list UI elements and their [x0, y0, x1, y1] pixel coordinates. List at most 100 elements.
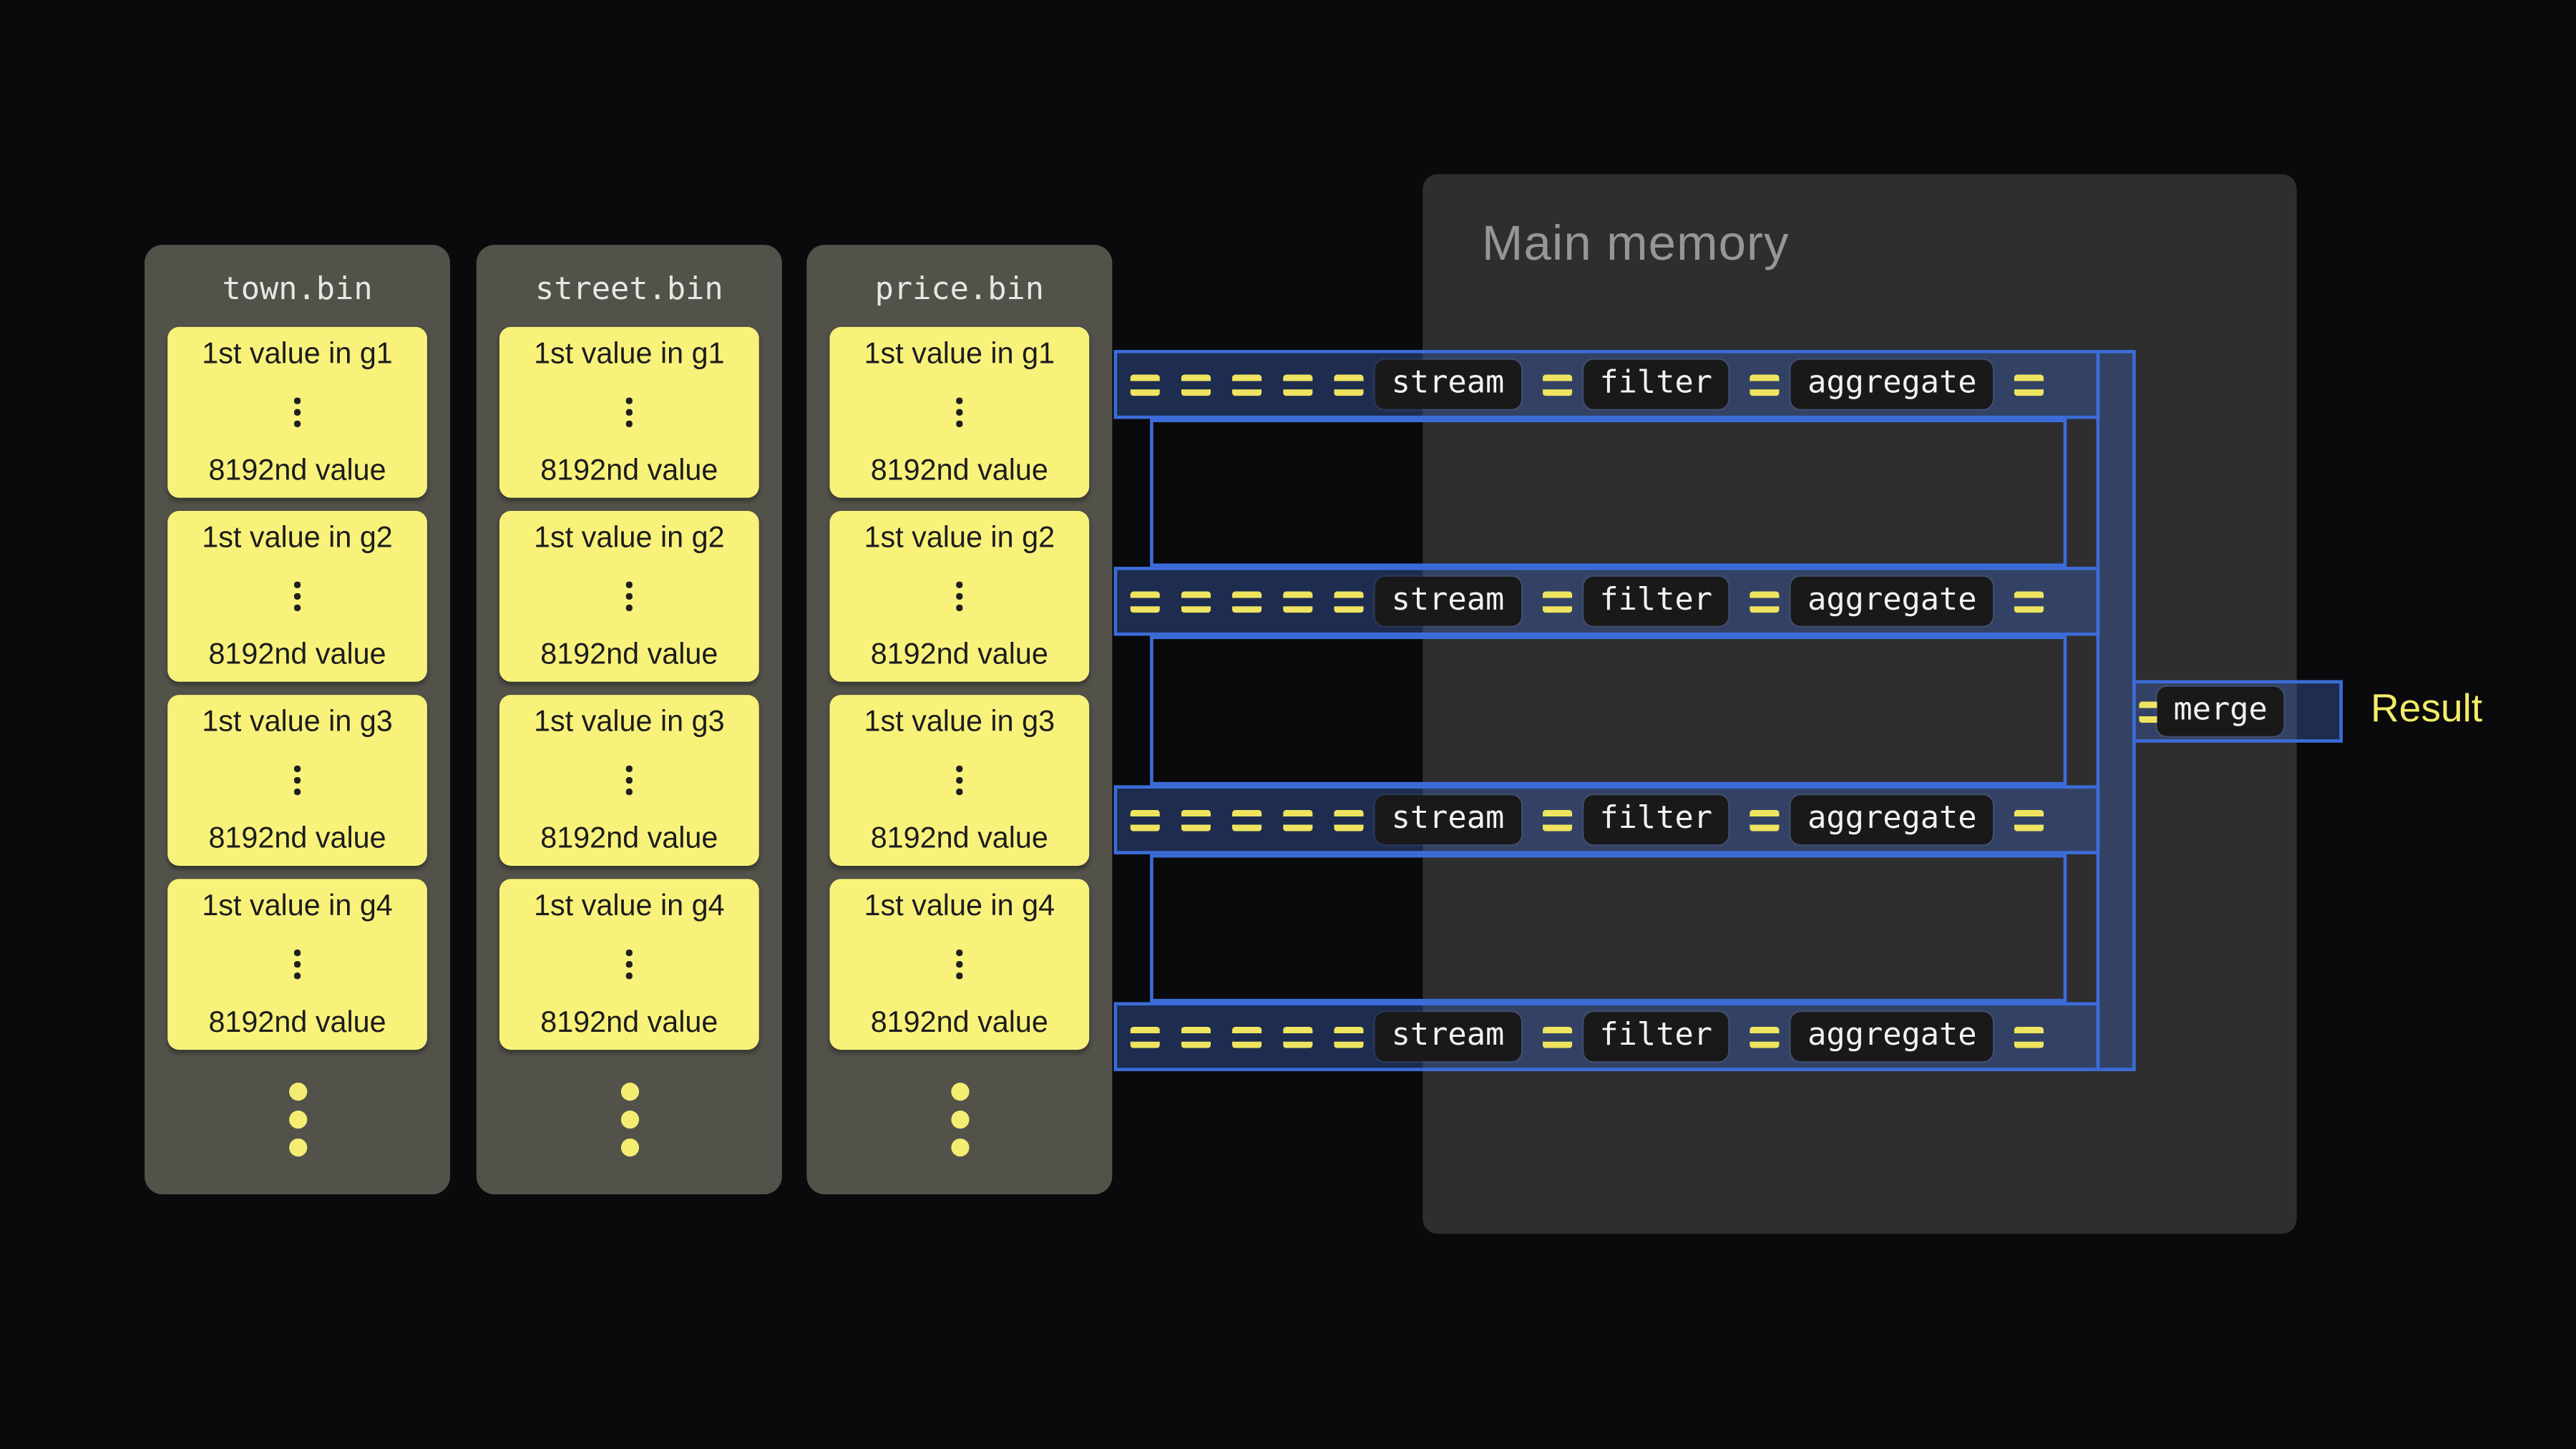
- pipeline-4: stream filter aggregate: [1113, 1002, 2100, 1071]
- equals-icon: [1130, 1025, 1160, 1048]
- equals-icon: [1231, 1025, 1262, 1048]
- vertical-dots-icon: [294, 582, 301, 588]
- value-group-card: 1st value in g2 8192nd value: [167, 511, 427, 682]
- group-first-value: 1st value in g2: [202, 520, 393, 554]
- file-panel-town: town.bin 1st value in g1 8192nd value 1s…: [145, 245, 451, 1195]
- aggregate-op-box: aggregate: [1791, 576, 1994, 626]
- equals-icon: [1181, 1025, 1211, 1048]
- value-group-card: 1st value in g1 8192nd value: [499, 326, 759, 498]
- group-first-value: 1st value in g2: [864, 520, 1055, 554]
- equals-icon: [1231, 590, 1262, 613]
- equals-icon: [1231, 809, 1262, 831]
- value-group-card: 1st value in g3 8192nd value: [499, 695, 759, 866]
- file-title: street.bin: [535, 270, 723, 308]
- group-last-value: 8192nd value: [540, 821, 718, 854]
- equals-icon: [1542, 1025, 1572, 1048]
- equals-icon: [1231, 374, 1262, 396]
- file-title: price.bin: [874, 270, 1044, 308]
- value-group-card: 1st value in g2 8192nd value: [829, 511, 1090, 682]
- group-last-value: 8192nd value: [870, 453, 1048, 487]
- equals-icon: [1542, 590, 1572, 613]
- group-last-value: 8192nd value: [208, 453, 386, 487]
- group-last-value: 8192nd value: [540, 637, 718, 670]
- vertical-dots-icon: [956, 950, 962, 956]
- equals-icon: [2014, 809, 2044, 831]
- group-last-value: 8192nd value: [208, 821, 386, 854]
- merge-op-box: merge: [2157, 686, 2284, 736]
- more-groups-ellipsis-icon: [620, 1083, 638, 1101]
- equals-icon: [1334, 809, 1364, 831]
- vertical-dots-icon: [294, 398, 301, 404]
- value-group-card: 1st value in g4 8192nd value: [499, 879, 759, 1050]
- equals-icon: [1283, 809, 1313, 831]
- equals-icon: [1283, 1025, 1313, 1048]
- value-group-card: 1st value in g1 8192nd value: [167, 326, 427, 498]
- filter-op-box: filter: [1583, 359, 1729, 409]
- pipeline-loop-connector: [1150, 419, 2067, 567]
- value-group-card: 1st value in g3 8192nd value: [829, 695, 1090, 866]
- value-group-card: 1st value in g4 8192nd value: [829, 879, 1090, 1050]
- group-first-value: 1st value in g2: [534, 520, 725, 554]
- equals-icon: [1542, 809, 1572, 831]
- equals-icon: [1334, 374, 1364, 396]
- equals-icon: [1750, 1025, 1780, 1048]
- file-panel-street: street.bin 1st value in g1 8192nd value …: [476, 245, 782, 1195]
- vertical-dots-icon: [294, 766, 301, 772]
- group-last-value: 8192nd value: [870, 821, 1048, 854]
- pipeline-2: stream filter aggregate: [1113, 567, 2100, 636]
- equals-icon: [1181, 590, 1211, 613]
- merge-connector: merge: [2132, 680, 2343, 743]
- value-group-card: 1st value in g1 8192nd value: [829, 326, 1090, 498]
- group-first-value: 1st value in g1: [534, 336, 725, 370]
- aggregate-op-box: aggregate: [1791, 795, 1994, 845]
- value-group-card: 1st value in g4 8192nd value: [167, 879, 427, 1050]
- equals-icon: [1334, 1025, 1364, 1048]
- group-first-value: 1st value in g1: [202, 336, 393, 370]
- equals-icon: [2139, 701, 2159, 723]
- group-last-value: 8192nd value: [208, 1005, 386, 1039]
- stream-op-box: stream: [1375, 795, 1521, 845]
- filter-op-box: filter: [1583, 795, 1729, 845]
- pipeline-loop-connector: [1150, 854, 2067, 1002]
- group-first-value: 1st value in g4: [864, 889, 1055, 922]
- more-groups-ellipsis-icon: [288, 1083, 307, 1101]
- group-first-value: 1st value in g3: [202, 704, 393, 738]
- equals-icon: [1750, 590, 1780, 613]
- aggregate-op-box: aggregate: [1791, 359, 1994, 409]
- pipeline-collector: [2096, 350, 2136, 1071]
- vertical-dots-icon: [294, 950, 301, 956]
- group-last-value: 8192nd value: [208, 637, 386, 670]
- group-last-value: 8192nd value: [870, 1005, 1048, 1039]
- vertical-dots-icon: [956, 766, 962, 772]
- equals-icon: [1130, 590, 1160, 613]
- equals-icon: [1130, 809, 1160, 831]
- equals-icon: [1283, 590, 1313, 613]
- stream-op-box: stream: [1375, 1012, 1521, 1062]
- group-first-value: 1st value in g3: [534, 704, 725, 738]
- filter-op-box: filter: [1583, 576, 1729, 626]
- vertical-dots-icon: [956, 582, 962, 588]
- group-first-value: 1st value in g4: [202, 889, 393, 922]
- vertical-dots-icon: [626, 582, 633, 588]
- group-last-value: 8192nd value: [540, 1005, 718, 1039]
- equals-icon: [1750, 809, 1780, 831]
- equals-icon: [2014, 374, 2044, 396]
- equals-icon: [1334, 590, 1364, 613]
- result-label: Result: [2371, 686, 2483, 731]
- group-last-value: 8192nd value: [870, 637, 1048, 670]
- equals-icon: [1130, 374, 1160, 396]
- filter-op-box: filter: [1583, 1012, 1729, 1062]
- equals-icon: [1181, 809, 1211, 831]
- equals-icon: [1181, 374, 1211, 396]
- equals-icon: [1542, 374, 1572, 396]
- group-first-value: 1st value in g3: [864, 704, 1055, 738]
- pipeline-3: stream filter aggregate: [1113, 785, 2100, 854]
- equals-icon: [2014, 1025, 2044, 1048]
- pipeline-1: stream filter aggregate: [1113, 350, 2100, 419]
- file-panel-price: price.bin 1st value in g1 8192nd value 1…: [806, 245, 1113, 1195]
- equals-icon: [1750, 374, 1780, 396]
- aggregate-op-box: aggregate: [1791, 1012, 1994, 1062]
- vertical-dots-icon: [626, 398, 633, 404]
